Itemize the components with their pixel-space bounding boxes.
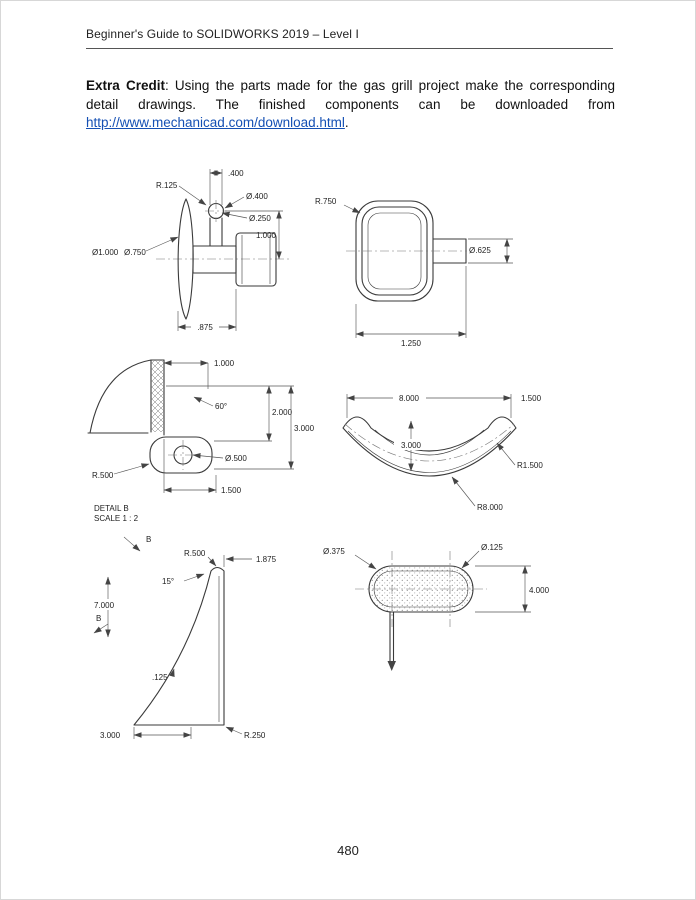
detail-b-dim-draft-angle: 15° — [162, 577, 174, 586]
bracket-dimensions: 1.000 60° 2.000 3.000 Ø.500 R.500 1.500 … — [92, 359, 315, 523]
knob-dim-height: 1.000 — [256, 231, 277, 240]
knob-dim-hole-dia: Ø.250 — [249, 214, 271, 223]
slot-outline — [355, 551, 487, 671]
download-link[interactable]: http://www.mechanicad.com/download.html — [86, 115, 345, 131]
detail-b-outline — [133, 566, 225, 726]
bracket-dim-base-width: 1.500 — [221, 486, 242, 495]
knob-dim-depth: .875 — [197, 323, 213, 332]
knob-dimensions: .400 R.125 Ø.400 Ø.250 1.000 Ø1.000 Ø.75… — [92, 169, 283, 332]
handle-top-outline — [346, 200, 481, 302]
bracket-dim-angle: 60° — [215, 402, 227, 411]
handle-front-dim-end-radius: R1.500 — [517, 461, 543, 470]
handle-front-dim-drop: 3.000 — [401, 441, 422, 450]
handle-top-dim-corner-radius: R.750 — [315, 197, 337, 206]
handle-top-dim-width: 1.250 — [401, 339, 422, 348]
handle-front-dim-arc-radius: R8.000 — [477, 503, 503, 512]
slot-dim-length: 4.000 — [529, 586, 550, 595]
knob-dim-flange-dia: Ø1.000 — [92, 248, 119, 257]
slot-dimensions: Ø.375 Ø.125 4.000 — [323, 543, 550, 613]
handle-front-outline — [342, 416, 517, 477]
extra-credit-paragraph: Extra Credit: Using the parts made for t… — [86, 77, 615, 133]
handle-front-view-drawing: 8.000 1.500 3.000 R1.500 R8.000 — [342, 392, 543, 512]
handle-front-dimensions: 8.000 1.500 3.000 R1.500 R8.000 — [346, 392, 543, 512]
handle-top-dim-stem-dia: Ø.625 — [469, 246, 491, 255]
bracket-detail-label: DETAIL B — [94, 504, 129, 513]
bracket-dim-top-width: 1.000 — [214, 359, 235, 368]
knob-side-view-drawing: .400 R.125 Ø.400 Ø.250 1.000 Ø1.000 Ø.75… — [92, 169, 291, 332]
page-number: 480 — [337, 843, 359, 858]
extra-credit-body: : Using the parts made for the gas grill… — [86, 78, 615, 112]
detail-b-dim-base-width: 3.000 — [100, 731, 121, 740]
bracket-dim-foot-radius: R.500 — [92, 471, 114, 480]
sentence-period: . — [344, 115, 349, 131]
pin-tip — [387, 661, 396, 671]
knob-dim-hub-dia: Ø.750 — [124, 248, 146, 257]
handle-top-view-drawing: R.750 Ø.625 1.250 — [315, 197, 513, 348]
slot-dim-slot-dia: Ø.375 — [323, 547, 345, 556]
bracket-dim-overall-height: 3.000 — [294, 424, 315, 433]
bracket-view-drawing: 1.000 60° 2.000 3.000 Ø.500 R.500 1.500 … — [87, 359, 315, 523]
bracket-outline — [87, 359, 213, 474]
slot-view-drawing: Ø.375 Ø.125 4.000 — [323, 543, 550, 671]
bracket-detail-scale: SCALE 1 : 2 — [94, 514, 139, 523]
handle-top-dimensions: R.750 Ø.625 1.250 — [315, 197, 513, 348]
bracket-dim-mid-height: 2.000 — [272, 408, 293, 417]
handle-front-dim-span: 8.000 — [399, 394, 420, 403]
knob-dim-boss-dia: Ø.400 — [246, 192, 268, 201]
detail-b-section-label-top: B — [146, 535, 151, 544]
knob-outline — [156, 198, 291, 320]
slot-dim-pin-dia: Ø.125 — [481, 543, 503, 552]
detail-b-dim-wall-thickness: .125 — [152, 673, 168, 682]
detail-b-dim-base-radius: R.250 — [244, 731, 266, 740]
detail-b-dimensions: B R.500 1.875 15° 7.000 B .125 3.000 R.2… — [92, 535, 277, 740]
detail-b-dim-height: 7.000 — [94, 601, 115, 610]
detail-b-view-drawing: B R.500 1.875 15° 7.000 B .125 3.000 R.2… — [92, 535, 277, 740]
knob-dim-width-top: .400 — [228, 169, 244, 178]
detail-b-dim-tip-radius: R.500 — [184, 549, 206, 558]
handle-front-dim-end-width: 1.500 — [521, 394, 542, 403]
detail-b-dim-top-width: 1.875 — [256, 555, 277, 564]
bracket-dim-hole-dia: Ø.500 — [225, 454, 247, 463]
extra-credit-lead: Extra Credit — [86, 78, 165, 93]
knob-dim-fillet-radius: R.125 — [156, 181, 178, 190]
detail-b-section-label-side: B — [96, 614, 101, 623]
page-header: Beginner's Guide to SOLIDWORKS 2019 – Le… — [86, 27, 613, 49]
